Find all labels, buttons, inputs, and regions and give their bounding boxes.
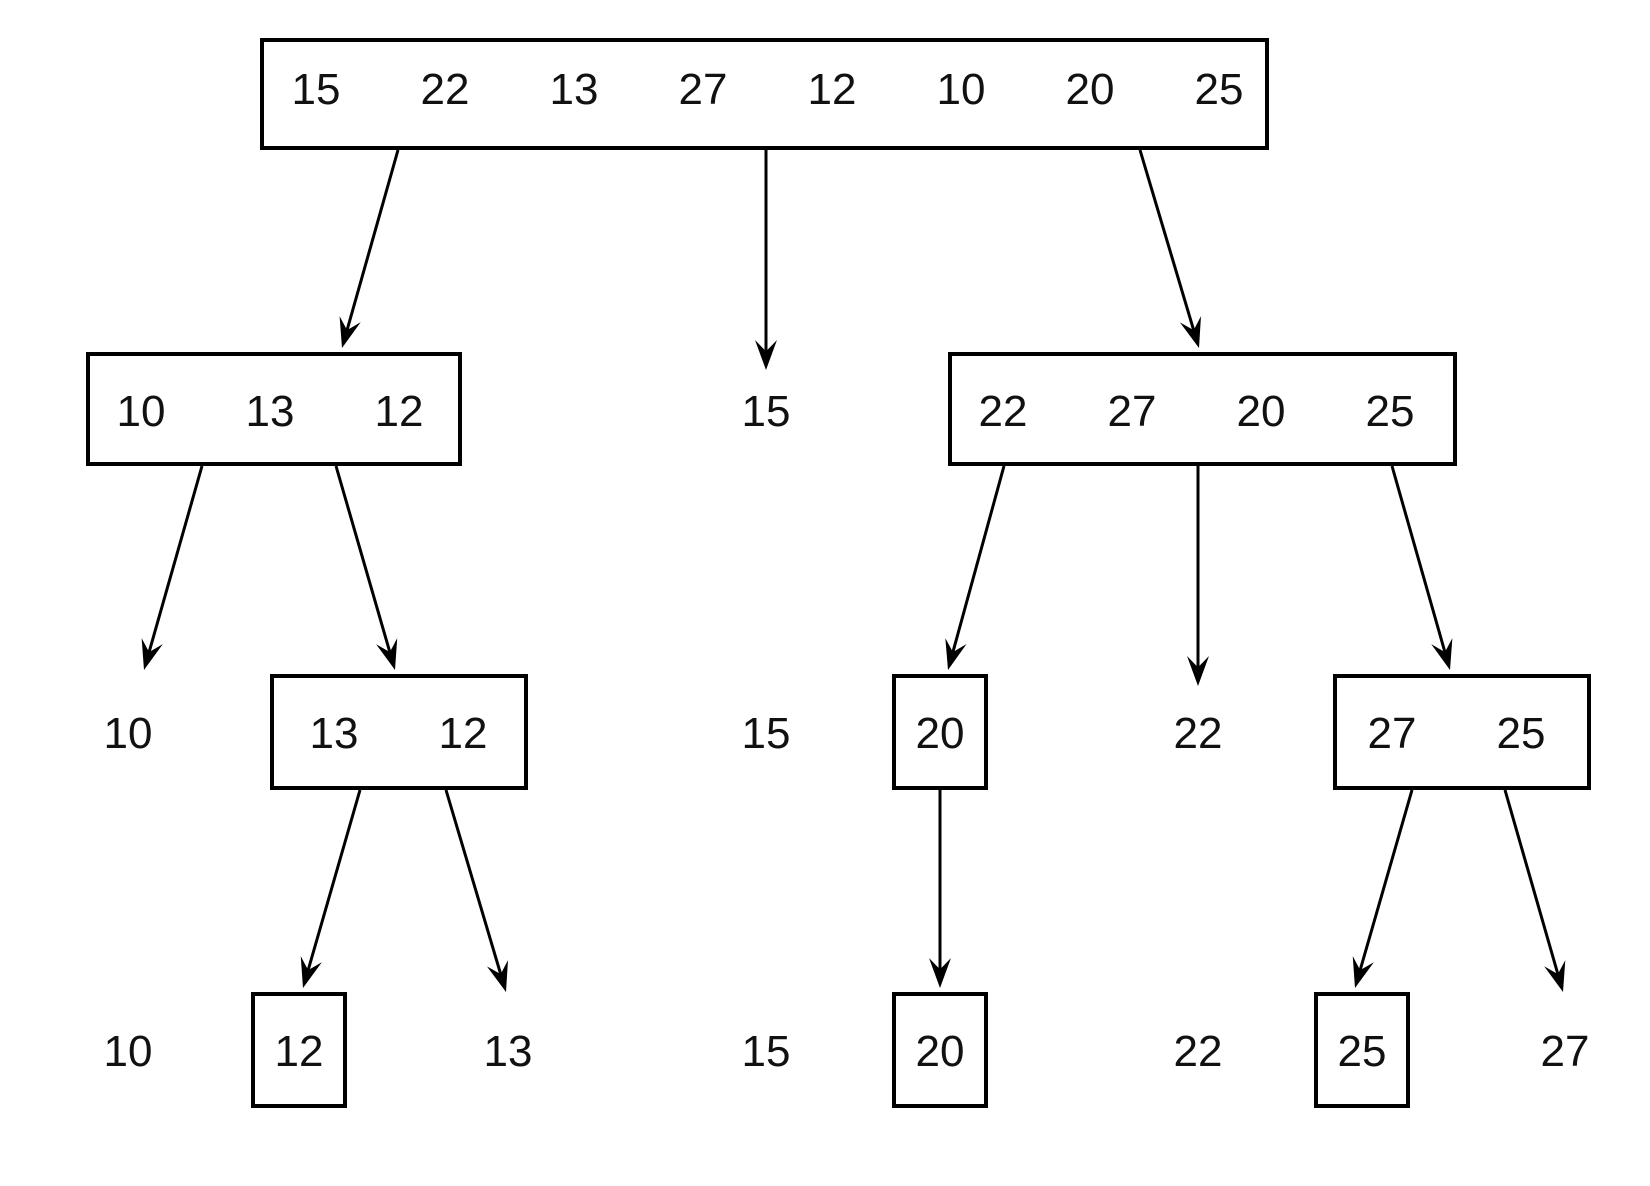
value-l0-6: 10: [937, 65, 986, 114]
value-l3-22: 22: [1174, 1027, 1223, 1076]
value-l2-left-2: 12: [439, 709, 488, 758]
value-l1-left-3: 12: [375, 387, 424, 436]
value-l1-left-1: 10: [117, 387, 166, 436]
box-level1-right: [948, 352, 1457, 466]
value-l1-right-1: 22: [979, 387, 1028, 436]
arrow-right-to-22: [1187, 466, 1209, 686]
arrow-20-to-20-head: [929, 958, 951, 988]
value-l1-left-2: 13: [246, 387, 295, 436]
arrow-root-to-pivot: [755, 150, 777, 370]
value-l2-10: 10: [104, 709, 153, 758]
arrow-sub-to-13: [444, 789, 509, 992]
arrow-left-to-10-head: [141, 638, 163, 670]
value-l3-20: 20: [916, 1027, 965, 1076]
value-l1-right-4: 25: [1366, 387, 1415, 436]
value-l0-1: 15: [292, 65, 341, 114]
value-l2-15: 15: [742, 709, 791, 758]
value-l3-10: 10: [104, 1027, 153, 1076]
arrow-subr-to-25-head: [1352, 956, 1374, 988]
value-l2-right-2: 25: [1497, 709, 1546, 758]
arrow-root-to-left: [339, 149, 400, 348]
value-l1-pivot: 15: [742, 387, 791, 436]
arrow-root-to-left-head: [339, 316, 361, 348]
box-level0: [260, 38, 1269, 150]
value-l2-right-1: 27: [1368, 709, 1417, 758]
arrow-sub-to-12: [300, 789, 362, 988]
value-l2-20: 20: [916, 709, 965, 758]
box-level3-12: [251, 992, 347, 1108]
arrow-subr-to-27-head: [1544, 960, 1566, 992]
value-l0-4: 27: [679, 65, 728, 114]
box-level1-left: [86, 352, 462, 466]
arrow-root-to-right-head: [1179, 316, 1201, 348]
arrow-sub-to-13-head: [486, 960, 509, 992]
value-l0-2: 22: [421, 65, 470, 114]
arrow-root-to-right: [1138, 149, 1201, 348]
arrow-right-to-20-head: [945, 638, 967, 670]
arrow-right-to-20: [945, 465, 1006, 670]
box-level2-right: [1333, 674, 1591, 790]
box-level3-20: [892, 992, 988, 1108]
arrow-subr-to-25: [1352, 789, 1414, 988]
arrow-right-to-sub: [1390, 465, 1453, 670]
arrow-right-to-22-head: [1187, 656, 1209, 686]
value-l1-right-2: 27: [1108, 387, 1157, 436]
value-l3-27: 27: [1541, 1027, 1590, 1076]
value-l0-5: 12: [808, 65, 857, 114]
value-l2-22: 22: [1174, 709, 1223, 758]
arrow-left-to-sub-head: [376, 638, 398, 670]
arrow-right-to-sub-head: [1431, 638, 1453, 670]
value-l0-3: 13: [550, 65, 599, 114]
value-l0-8: 25: [1195, 65, 1244, 114]
value-l3-15: 15: [742, 1027, 791, 1076]
arrow-root-to-pivot-head: [755, 340, 777, 370]
arrow-left-to-sub: [334, 465, 398, 670]
box-level2-left: [270, 674, 528, 790]
box-level3-25: [1314, 992, 1410, 1108]
value-l3-13: 13: [484, 1027, 533, 1076]
box-level2-20: [892, 674, 988, 790]
value-l3-25: 25: [1338, 1027, 1387, 1076]
value-l1-right-3: 20: [1237, 387, 1286, 436]
value-l3-12: 12: [275, 1027, 324, 1076]
arrow-left-to-10: [141, 465, 204, 670]
arrow-20-to-20: [929, 790, 951, 988]
arrow-subr-to-27: [1503, 789, 1566, 992]
value-l2-left-1: 13: [310, 709, 359, 758]
value-l0-7: 20: [1066, 65, 1115, 114]
arrow-sub-to-12-head: [300, 956, 322, 988]
